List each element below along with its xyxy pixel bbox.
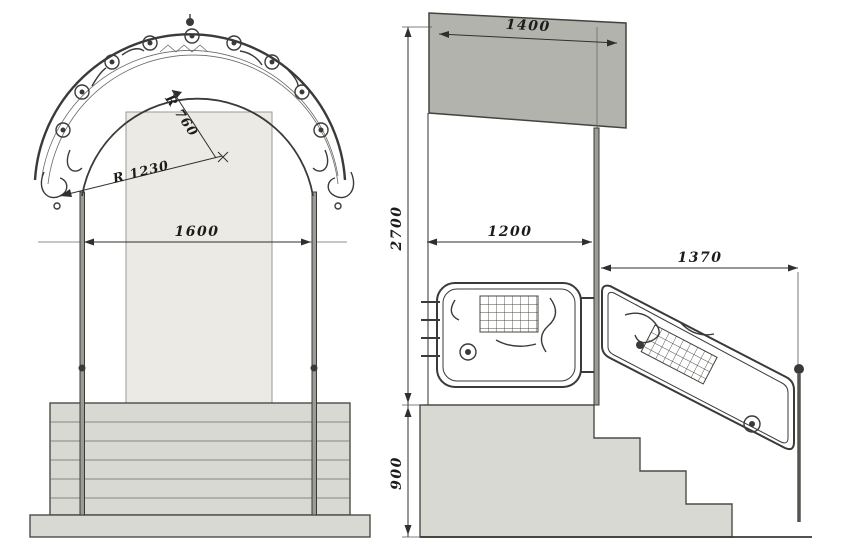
dimension-1600: 1600 [84, 224, 311, 246]
arch-left-tendrils [40, 149, 83, 210]
sloped-railing [601, 284, 795, 451]
railing-spiral [743, 415, 761, 433]
dimension-1370: 1370 [601, 250, 799, 364]
side-post [593, 127, 600, 406]
side-elevation-view: 1400 2700 900 1200 1370 [389, 12, 812, 538]
front-elevation-view: 1600 R 760 R 1230 [29, 14, 371, 538]
railing-grid-section [640, 324, 718, 385]
dimension-900-label: 900 [389, 456, 405, 490]
right-post-ornament [310, 364, 318, 372]
left-post-ornament [78, 364, 86, 372]
dimension-1200: 1200 [427, 224, 592, 246]
railing-end-post [794, 364, 804, 522]
right-post [310, 191, 318, 516]
arch-outer-arc [33, 33, 347, 181]
flat-railing-panel [421, 282, 594, 388]
wrought-iron-arch [33, 14, 355, 210]
dimension-1200-label: 1200 [488, 224, 533, 240]
dimension-1400: 1400 [438, 17, 618, 47]
dimension-1400-label: 1400 [505, 17, 551, 35]
dimension-2700-label: 2700 [389, 206, 405, 252]
panel-spiral [459, 343, 477, 361]
end-post-ball-finial [794, 364, 804, 374]
left-post [78, 191, 86, 516]
dimension-1600-label: 1600 [175, 224, 220, 240]
side-stairs [419, 404, 812, 538]
arch-inner-arc [81, 97, 314, 197]
door-panel [125, 111, 273, 406]
dimension-1370-label: 1370 [678, 250, 723, 266]
front-steps [29, 402, 371, 538]
panel-grid-section [479, 295, 539, 333]
arch-right-tendrils [312, 149, 355, 210]
arch-ornament-group [55, 28, 329, 138]
vertical-dimension-line: 2700 900 [389, 26, 432, 538]
canopy-roof [428, 12, 627, 129]
